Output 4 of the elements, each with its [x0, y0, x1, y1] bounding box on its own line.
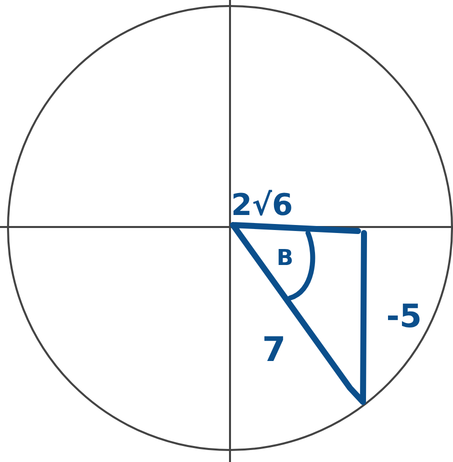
math-label: 2√6	[231, 191, 293, 221]
math-label: 7	[262, 333, 286, 367]
math-label: -5	[386, 300, 422, 332]
math-label: B	[276, 248, 294, 270]
